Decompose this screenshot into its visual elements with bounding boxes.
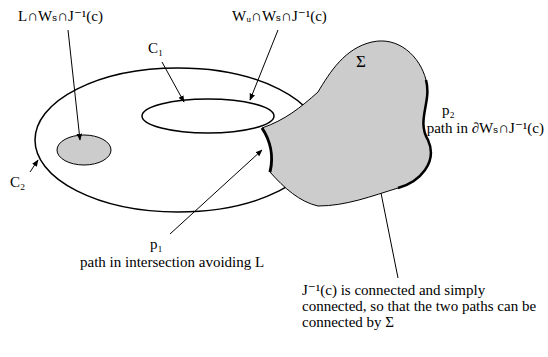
leader-line: [162, 62, 184, 102]
leader-line: [68, 30, 80, 140]
shaded-region: Σ: [256, 36, 436, 216]
path-stroke: [398, 80, 431, 188]
leader-line: [170, 150, 262, 234]
note-text: J⁻¹(c) is connected and simply connected…: [302, 282, 538, 330]
curve-label: C₁: [148, 40, 163, 56]
region-label: Wᵤ∩Wₛ∩J⁻¹(c): [232, 8, 327, 24]
path-label: p₂: [442, 102, 455, 118]
l-region: [57, 135, 111, 165]
note-text: path in ∂Wₛ∩J⁻¹(c): [427, 120, 544, 136]
path-stroke: [262, 128, 272, 172]
region-label: L∩Wₛ∩J⁻¹(c): [18, 8, 103, 24]
region-shape: [262, 41, 431, 206]
region-outline: [256, 36, 436, 216]
path-label: p₁: [150, 236, 163, 252]
curve-label: C₂: [10, 174, 25, 190]
region-label: Σ: [356, 52, 366, 72]
inner-curve: [142, 99, 274, 133]
note-text: path in intersection avoiding L: [80, 254, 264, 270]
leader-line: [30, 160, 38, 172]
leader-line: [250, 30, 278, 100]
